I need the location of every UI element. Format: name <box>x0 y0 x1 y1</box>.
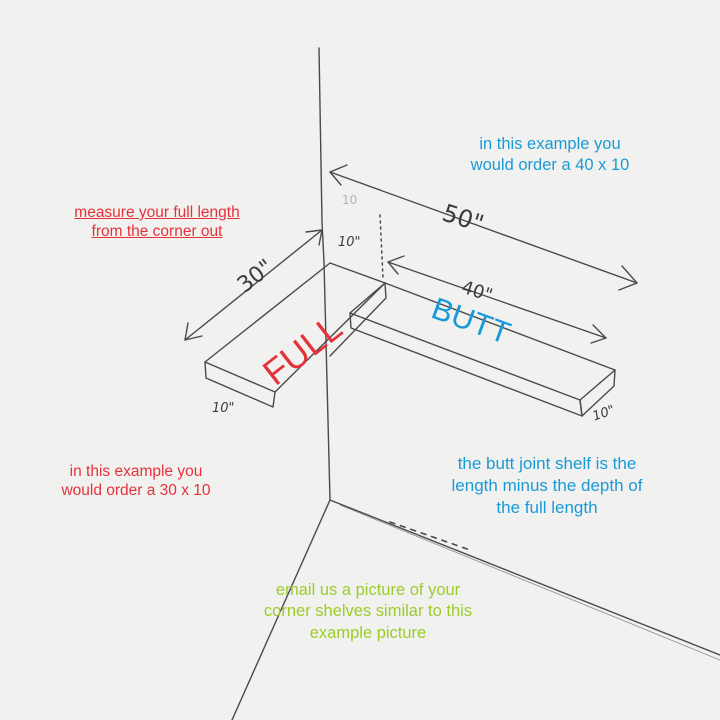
dotted-depth-line <box>379 214 384 279</box>
dim-label-10-full-depth: 10" <box>212 401 235 416</box>
dim-label-50: 50" <box>439 199 487 238</box>
full-shelf-side-face <box>329 282 387 357</box>
order-30-note-line-2: would order a 30 x 10 <box>61 482 211 500</box>
butt-joint-note-line-3: the full length <box>496 498 598 518</box>
order-40-note: in this example you would order a 40 x 1… <box>440 134 660 175</box>
butt-shelf-end <box>579 369 616 417</box>
measure-note-line-1: measure your full length <box>74 204 240 221</box>
dimension-arrow-40 <box>387 261 607 339</box>
dimension-arrow-30-head-a <box>184 322 203 341</box>
email-note-line-2: corner shelves similar to this <box>263 602 473 621</box>
dim-label-10-butt-end: 10" <box>591 403 617 425</box>
order-40-note-line-2: would order a 40 x 10 <box>470 155 630 174</box>
dimension-arrow-30 <box>184 229 323 341</box>
full-shelf-front-face <box>204 361 276 408</box>
measure-note-line-2: from the corner out <box>91 223 223 241</box>
floor-line-left <box>231 499 331 720</box>
butt-joint-note-line-1: the butt joint shelf is the <box>457 454 637 473</box>
email-note: email us a picture of your corner shelve… <box>243 580 493 644</box>
order-30-note-line-1: in this example you <box>69 463 203 480</box>
dimension-arrow-50-head-b <box>618 265 638 291</box>
dimension-arrow-40-head-b <box>590 324 607 344</box>
email-note-line-1: email us a picture of your <box>275 581 461 599</box>
wall-corner-line <box>318 47 331 501</box>
order-40-note-line-1: in this example you <box>479 135 621 153</box>
dimension-arrow-50 <box>329 171 638 284</box>
full-shelf-label: FULL <box>255 307 350 394</box>
butt-joint-note: the butt joint shelf is the length minus… <box>412 453 682 519</box>
dim-label-10-wall: 10 <box>342 193 357 207</box>
dimension-arrow-30-head-b <box>305 229 323 246</box>
butt-joint-note-line-2: length minus the depth of <box>451 476 643 496</box>
email-note-line-3: example picture <box>309 623 427 642</box>
dashed-reference-line <box>389 521 471 551</box>
dim-label-10-corner: 10" <box>338 235 361 250</box>
dimension-arrow-50-head-a <box>329 164 348 186</box>
order-30-note: in this example you would order a 30 x 1… <box>36 462 236 501</box>
floor-line-right-second <box>339 504 720 661</box>
dimension-arrow-40-head-a <box>387 255 405 275</box>
measure-note: measure your full length from the corner… <box>48 203 266 242</box>
dim-label-30: 30" <box>233 255 278 298</box>
floor-line-right <box>329 499 720 656</box>
